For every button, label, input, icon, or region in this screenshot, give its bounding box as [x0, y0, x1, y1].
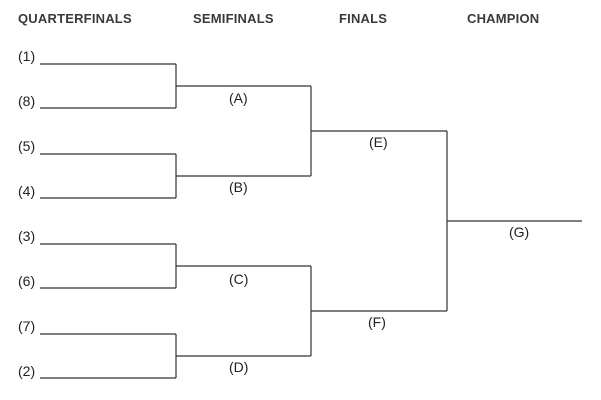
seed-label: (4) — [18, 183, 36, 199]
semifinal-slot-c: (C) — [229, 271, 249, 287]
final-slot-e: (E) — [369, 134, 388, 150]
seed-label: (7) — [18, 318, 36, 334]
seed-label: (1) — [18, 48, 36, 64]
seed-label: (2) — [18, 363, 36, 379]
header-semifinals: SEMIFINALS — [193, 11, 274, 26]
champion-slot-g: (G) — [509, 224, 530, 240]
seed-label: (3) — [18, 228, 36, 244]
header-quarterfinals: QUARTERFINALS — [18, 11, 132, 26]
final-slot-f: (F) — [368, 314, 386, 330]
header-finals: FINALS — [339, 11, 388, 26]
header-champion: CHAMPION — [467, 11, 540, 26]
semifinal-slot-a: (A) — [229, 90, 248, 106]
semifinal-slot-d: (D) — [229, 359, 249, 375]
seed-label: (8) — [18, 93, 36, 109]
seed-label: (6) — [18, 273, 36, 289]
semifinal-slot-b: (B) — [229, 179, 248, 195]
seed-label: (5) — [18, 138, 36, 154]
